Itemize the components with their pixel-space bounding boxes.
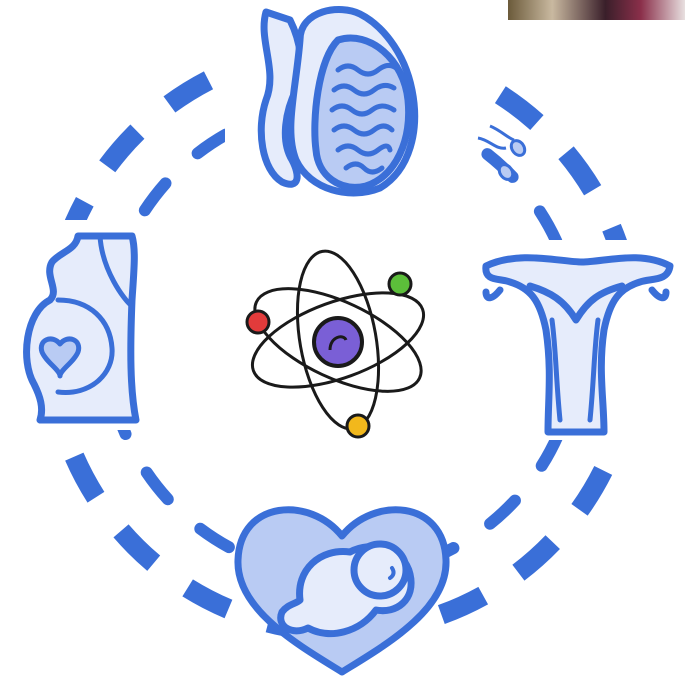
atom-icon <box>240 245 435 437</box>
uterus-icon <box>480 240 670 440</box>
testis-icon <box>225 0 475 200</box>
pregnant-belly-icon <box>12 220 152 430</box>
fetus-in-heart-icon <box>238 510 446 672</box>
